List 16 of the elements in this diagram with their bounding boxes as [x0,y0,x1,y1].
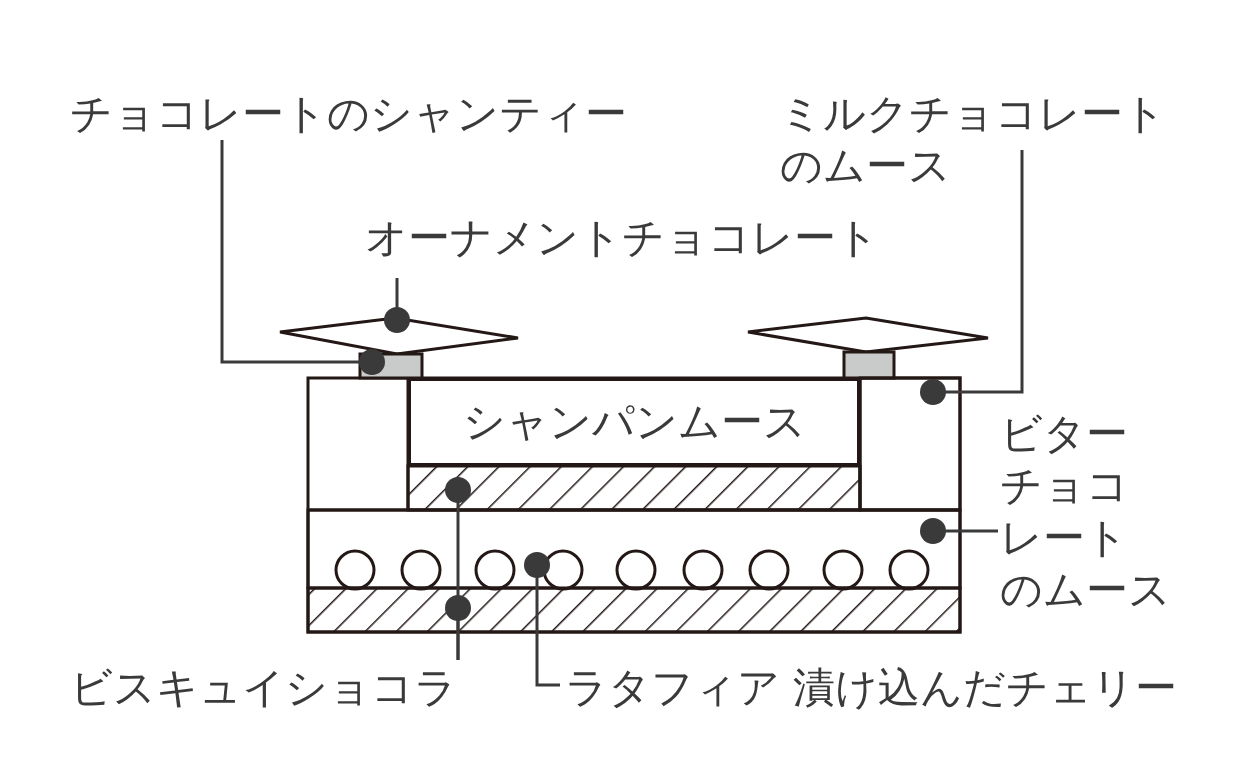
biscuit-layer [306,586,962,634]
callout-label: ラタフィア 漬け込んだチェリー [565,662,1178,714]
leader-line [384,278,410,333]
leader-line [445,595,471,660]
callout-label: ビターチョコレートのムース [1000,408,1171,616]
biscuit-layer [406,464,862,512]
callout-label: ビスキュイショコラ [70,662,457,714]
leader-line [920,150,1024,405]
leader-line [524,552,560,687]
callout-label: オーナメントチョコレート [365,212,879,264]
callout-label: ミルクチョコレートのムース [780,88,1166,192]
callout-label: チョコレートのシャンティー [70,88,627,140]
layer-label: シャンパンムース [408,378,860,466]
chocolate-ornament [278,316,520,356]
mousse-layer [858,376,962,512]
leader-line [220,140,385,375]
